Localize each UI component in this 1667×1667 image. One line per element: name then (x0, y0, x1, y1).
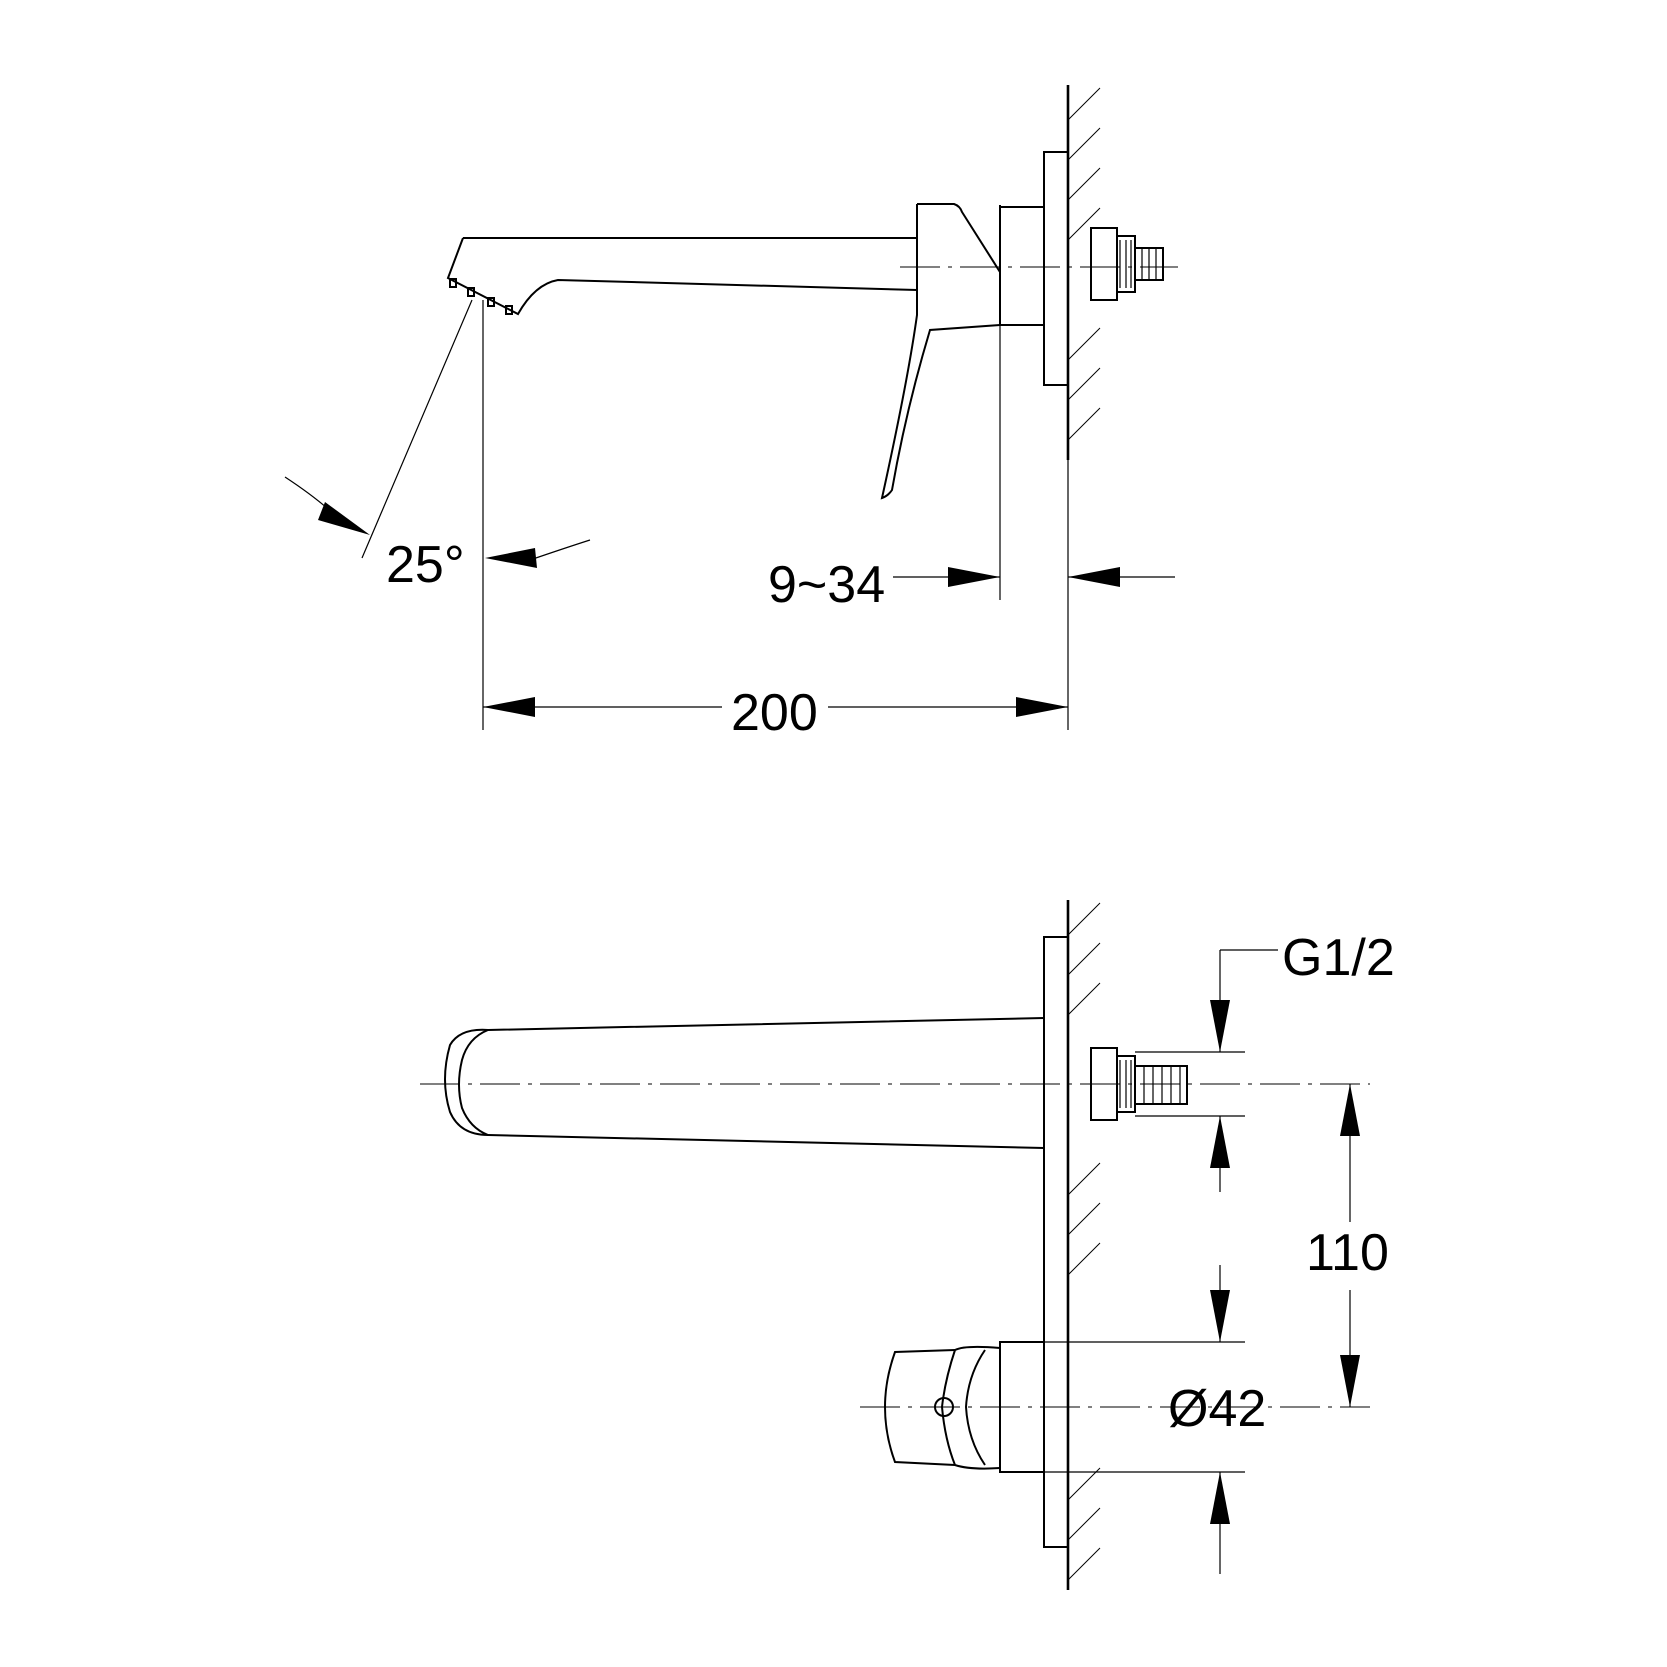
wall-offset-label: 9~34 (768, 556, 885, 614)
side-view: 25° 9~34 200 (284, 85, 1178, 742)
side-connector (1090, 227, 1164, 301)
projection-label: 200 (731, 684, 818, 742)
side-valve-body (999, 206, 1045, 326)
angle-arrow-left (318, 502, 370, 535)
angle-label: 25° (386, 536, 465, 594)
thread-dimension: G1/2 (1135, 929, 1395, 1192)
side-spout (446, 237, 918, 316)
front-view: G1/2 110 Ø42 (420, 900, 1395, 1590)
centre-distance-dimension: 110 (1306, 1084, 1389, 1407)
side-wall-plate (1043, 151, 1069, 386)
wall-offset-arrow-right (1068, 567, 1120, 587)
wall-offset-arrow-left (948, 567, 1000, 587)
front-wall-plate (1043, 936, 1069, 1548)
projection-arrow-right (1016, 697, 1068, 717)
centre-distance-label: 110 (1306, 1224, 1389, 1282)
centre-distance-arrow-top (1340, 1084, 1360, 1136)
centre-distance-arrow-bottom (1340, 1355, 1360, 1407)
angle-dimension: 25° (284, 299, 591, 730)
front-wall-hatching (1067, 902, 1101, 1581)
projection-arrow-left (483, 697, 535, 717)
side-lever-handle (880, 203, 1001, 500)
diameter-label: Ø42 (1168, 1380, 1266, 1438)
side-wall-hatching (1067, 87, 1101, 441)
diameter-arrow-top (1210, 1290, 1230, 1342)
front-wall (1066, 900, 1101, 1590)
thread-arrow-top (1210, 1000, 1230, 1052)
wall-offset-dimension: 9~34 (768, 325, 1175, 730)
projection-dimension: 200 (483, 684, 1068, 742)
thread-label: G1/2 (1282, 929, 1395, 987)
diameter-dimension: Ø42 (1044, 1265, 1266, 1574)
side-wall (1066, 85, 1101, 460)
diameter-arrow-bottom (1210, 1472, 1230, 1524)
thread-arrow-bottom (1210, 1116, 1230, 1168)
angle-arrow-right (485, 548, 537, 568)
front-spout (444, 1017, 1045, 1149)
side-aerator (449, 278, 513, 315)
